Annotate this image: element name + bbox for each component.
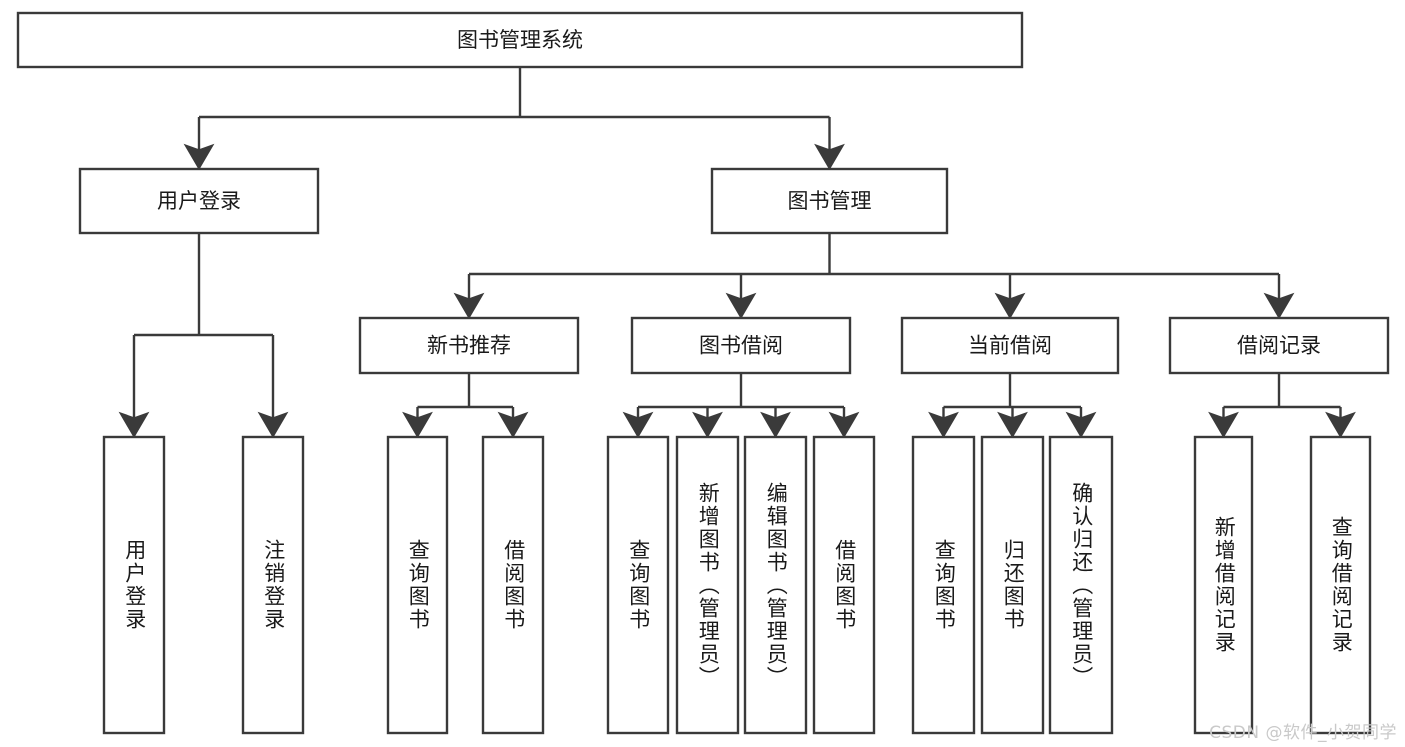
node-l2-current-borrow[interactable] <box>900 316 1120 375</box>
label-l1-book-manage: 图书管理 <box>788 189 872 213</box>
leaf-leaf-borrow-book[interactable] <box>812 435 876 735</box>
node-root[interactable] <box>16 11 1024 69</box>
label-root: 图书管理系统 <box>457 28 583 52</box>
leaf-leaf-query-book-borrow[interactable] <box>606 435 670 735</box>
connectors-layer <box>118 67 1356 439</box>
label-l2-borrow-record: 借阅记录 <box>1237 334 1321 358</box>
leaf-leaf-confirm-return[interactable] <box>1048 435 1114 735</box>
leaf-leaf-add-record[interactable] <box>1193 435 1254 735</box>
leaf-leaf-logout[interactable] <box>241 435 305 735</box>
label-l2-current-borrow: 当前借阅 <box>968 334 1052 358</box>
node-l2-new-book-rec[interactable] <box>358 316 580 375</box>
leaf-leaf-query-book-current[interactable] <box>911 435 976 735</box>
leaf-leaf-query-book-rec[interactable] <box>386 435 449 735</box>
leaf-leaf-borrow-book-rec[interactable] <box>481 435 545 735</box>
label-l2-book-borrow: 图书借阅 <box>699 334 783 358</box>
node-l1-book-manage[interactable] <box>710 167 949 235</box>
leaf-leaf-user-login[interactable] <box>102 435 166 735</box>
leaf-leaf-add-book[interactable] <box>675 435 740 735</box>
boxes-layer <box>16 11 1390 735</box>
node-l2-borrow-record[interactable] <box>1168 316 1390 375</box>
label-l1-user-login: 用户登录 <box>157 189 241 213</box>
node-l2-book-borrow[interactable] <box>630 316 852 375</box>
leaf-leaf-query-record[interactable] <box>1309 435 1372 735</box>
leaf-leaf-edit-book[interactable] <box>743 435 808 735</box>
leaf-leaf-return-book[interactable] <box>980 435 1045 735</box>
node-l1-user-login[interactable] <box>78 167 320 235</box>
label-l2-new-book-rec: 新书推荐 <box>427 334 511 358</box>
